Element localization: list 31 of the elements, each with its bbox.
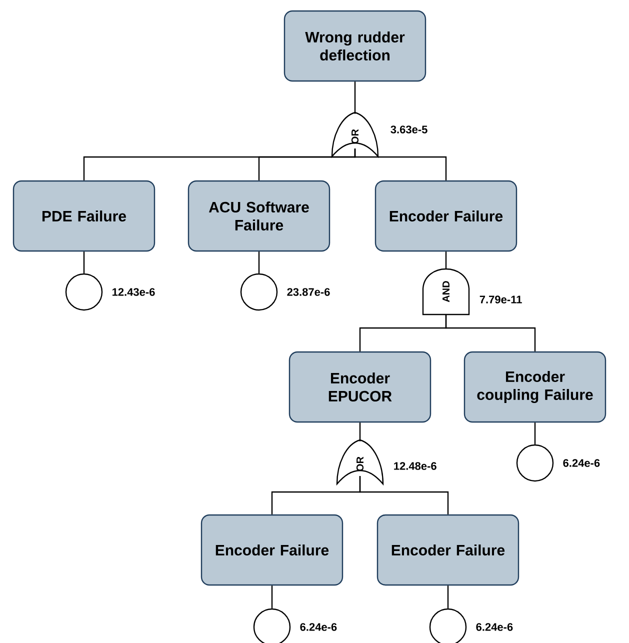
probability-label: 12.48e-6 <box>394 462 436 470</box>
process-box: Wrong rudder deflection <box>284 10 426 82</box>
basic-event-circle <box>240 273 278 311</box>
connector-line <box>83 252 85 274</box>
connector-line <box>445 314 536 352</box>
probability-label: 23.87e-6 <box>287 288 330 296</box>
connector-line <box>354 148 447 180</box>
connector-line <box>534 422 536 444</box>
probability-label: 6.24e-6 <box>476 623 513 631</box>
connector-line <box>354 82 356 114</box>
connector-line <box>359 422 361 442</box>
process-box: Encoder Failure <box>200 514 344 586</box>
basic-event-circle <box>516 444 554 482</box>
connector-line <box>445 252 447 269</box>
probability-label: 7.79e-11 <box>480 296 522 304</box>
process-box: Encoder Failure <box>374 180 518 252</box>
process-box: Encoder coupling Failure <box>464 351 606 423</box>
and-gate: AND <box>422 268 470 316</box>
process-box: Encoder EPUCOR <box>288 351 432 423</box>
probability-label: 6.24e-6 <box>300 623 337 631</box>
probability-label: 3.63e-5 <box>390 126 428 134</box>
probability-label: 6.24e-6 <box>563 459 600 467</box>
connector-line <box>271 586 273 608</box>
probability-label: 12.43e-6 <box>112 288 155 296</box>
basic-event-circle <box>65 273 103 311</box>
connector-line <box>359 476 449 514</box>
process-box: Encoder Failure <box>376 514 520 586</box>
connector-line <box>447 586 449 608</box>
process-box: ACU Software Failure <box>188 180 330 252</box>
connector-line <box>258 252 260 274</box>
process-box: PDE Failure <box>12 180 156 252</box>
